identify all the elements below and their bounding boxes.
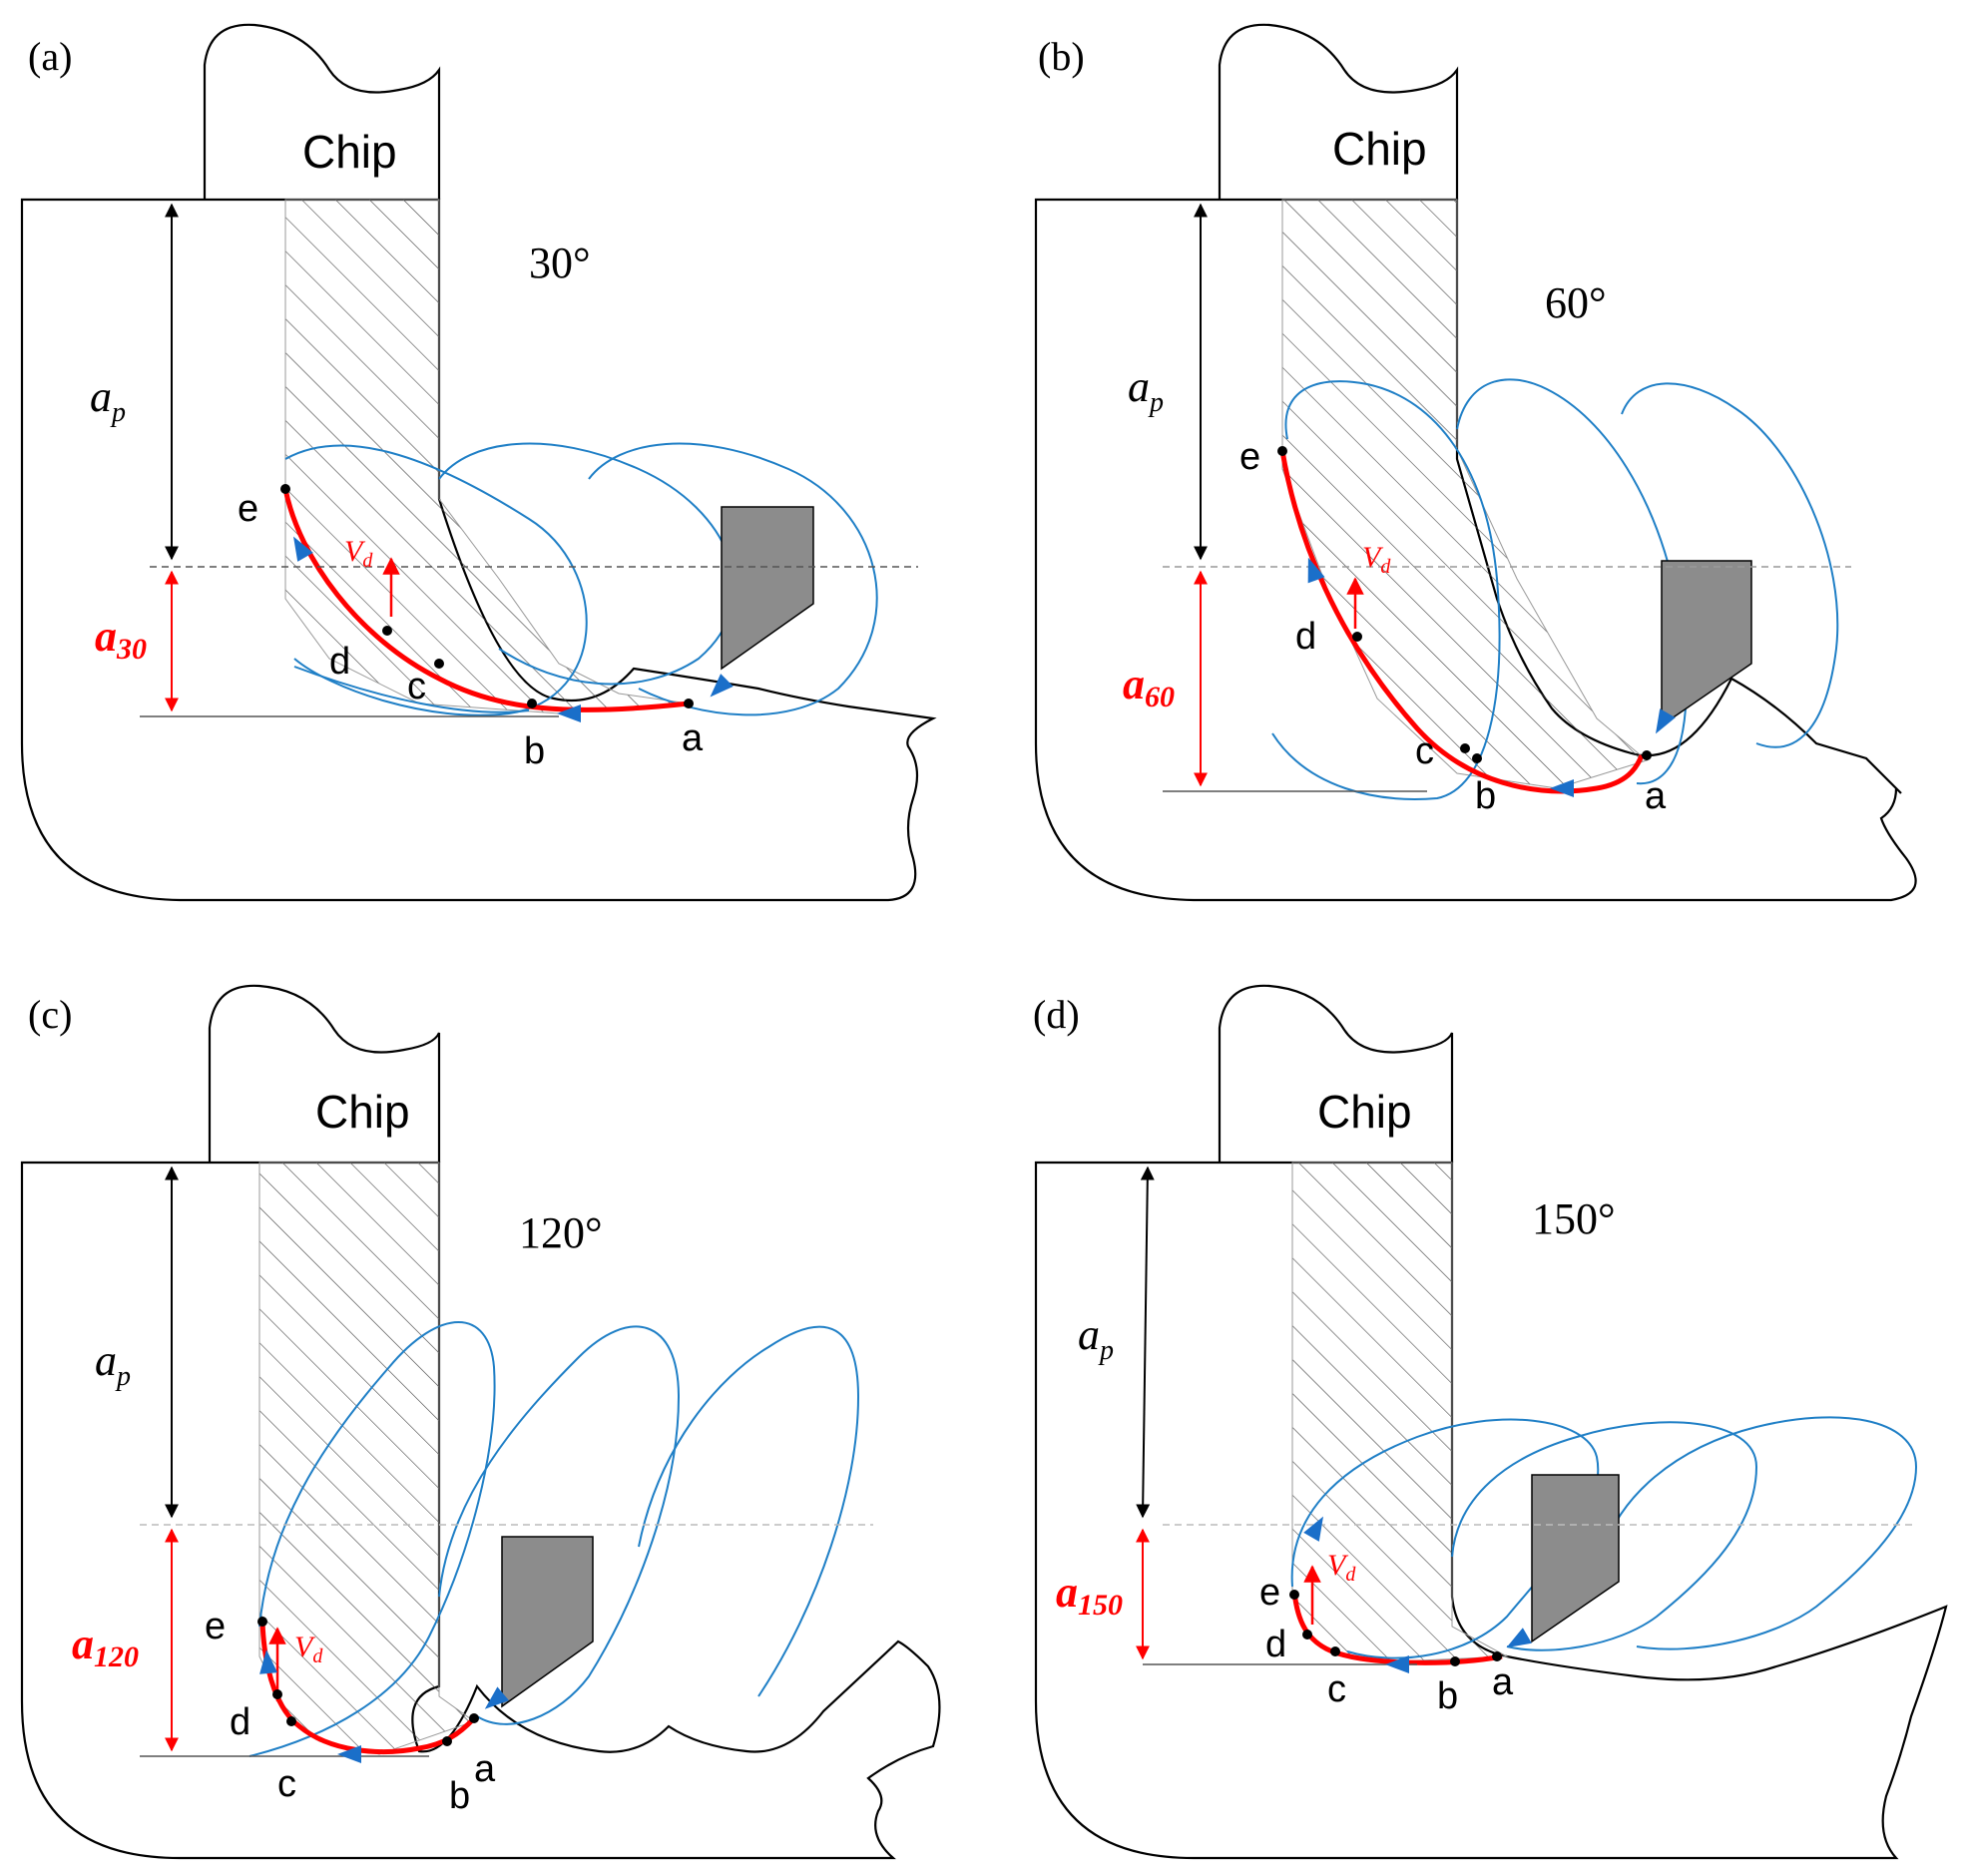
panel-c: (c) Chip ap a120 Vd 120° a b c d e (20, 984, 941, 1860)
a-value-label: a120 (72, 1620, 139, 1673)
point-b: b (524, 730, 545, 772)
chip-outline (208, 984, 441, 1163)
panel-label: (c) (28, 992, 72, 1037)
angle-label: 60° (1545, 278, 1607, 327)
point-b: b (449, 1775, 470, 1817)
chip-label: Chip (1332, 123, 1427, 175)
hatched-region (1281, 199, 1649, 789)
trajectory-ellipse-2 (1456, 378, 1688, 785)
vd-label: Vd (294, 1631, 323, 1667)
hatched-region (1291, 1162, 1509, 1662)
point-d: d (329, 641, 350, 683)
direction-arrow (1506, 1628, 1532, 1647)
point-e: e (238, 488, 258, 530)
tool-insert (721, 506, 814, 671)
angle-label: 150° (1532, 1194, 1616, 1243)
direction-arrow (1550, 779, 1574, 797)
cut-path (1279, 450, 1645, 794)
direction-arrow (259, 1649, 278, 1674)
point-c: c (407, 666, 426, 707)
panel-label: (b) (1038, 34, 1085, 79)
direction-arrow (557, 704, 581, 722)
vd-label: Vd (344, 535, 373, 572)
direction-arrow (293, 536, 313, 562)
point-markers (280, 484, 694, 708)
point-a: a (682, 717, 704, 759)
trajectory-ellipse-3 (1601, 1416, 1918, 1650)
workpiece-outline (1034, 1161, 1948, 1860)
trajectory-ellipse-3 (638, 1325, 860, 1697)
panel-label: (a) (28, 34, 72, 79)
panel-d: (d) Chip ap a150 Vd 150° a b c d e (1033, 984, 1948, 1860)
point-d: d (1265, 1624, 1286, 1665)
ap-label: ap (90, 372, 126, 428)
trajectory-ellipse-1 (1271, 380, 1501, 800)
trajectory-ellipse-2 (1451, 1421, 1758, 1651)
chip-label: Chip (302, 126, 397, 178)
direction-arrow (1307, 557, 1325, 584)
vd-label: Vd (1362, 541, 1391, 578)
trajectory-ellipse-3 (1621, 382, 1839, 748)
trajectory-ellipse-1 (284, 444, 588, 716)
chip-outline (203, 23, 441, 200)
ap-label: ap (1128, 362, 1164, 418)
point-b: b (1475, 775, 1496, 817)
workpiece-outline (20, 1161, 941, 1860)
point-d: d (1295, 616, 1316, 658)
point-markers (257, 1617, 479, 1746)
direction-arrow (484, 1686, 509, 1709)
point-a: a (474, 1748, 496, 1790)
panel-b: (b) Chip ap a60 Vd 60° a b c d e (1034, 23, 1917, 902)
a-value-label: a30 (95, 612, 147, 666)
point-c: c (277, 1763, 296, 1805)
chip-outline (1218, 984, 1454, 1163)
trajectory-ellipse-1 (1290, 1418, 1600, 1659)
hatched-region (284, 199, 690, 714)
point-b: b (1437, 1675, 1458, 1717)
angle-label: 120° (519, 1208, 603, 1257)
direction-arrow (710, 674, 734, 698)
chip-outline (1218, 23, 1459, 200)
point-a: a (1645, 775, 1667, 817)
point-c: c (1415, 730, 1434, 772)
direction-arrow (337, 1745, 361, 1763)
direction-arrow (1303, 1516, 1323, 1542)
direction-arrow (1385, 1655, 1409, 1673)
vd-label: Vd (1327, 1549, 1356, 1586)
point-markers (1289, 1590, 1502, 1666)
a-value-label: a150 (1056, 1568, 1123, 1622)
point-e: e (205, 1606, 226, 1647)
trajectory-tail (293, 666, 530, 713)
ap-label: ap (95, 1336, 131, 1392)
tool-insert (1661, 560, 1752, 727)
tool-insert (501, 1536, 594, 1708)
point-e: e (1239, 436, 1260, 478)
point-d: d (230, 1701, 250, 1743)
hatched-region (258, 1162, 476, 1755)
chip-label: Chip (1317, 1086, 1412, 1138)
ap-arrow (1136, 1166, 1155, 1519)
trajectory-ellipse-2 (438, 1325, 681, 1725)
a-value-label: a60 (1123, 660, 1175, 713)
point-markers (1277, 446, 1652, 763)
ap-label: ap (1078, 1310, 1114, 1366)
panel-label: (d) (1033, 992, 1080, 1037)
point-a: a (1492, 1661, 1514, 1703)
trajectory-ellipse-3 (588, 442, 878, 716)
panel-a: (a) Chip ap a30 Vd 30° a b c d e (20, 23, 937, 902)
point-c: c (1327, 1668, 1346, 1710)
direction-arrow (1656, 708, 1676, 734)
chip-label: Chip (315, 1086, 410, 1138)
tool-insert (1531, 1474, 1620, 1643)
cut-path (282, 488, 690, 712)
angle-label: 30° (529, 238, 591, 287)
point-e: e (1259, 1572, 1280, 1614)
trajectory-ellipse-1 (248, 1321, 496, 1757)
